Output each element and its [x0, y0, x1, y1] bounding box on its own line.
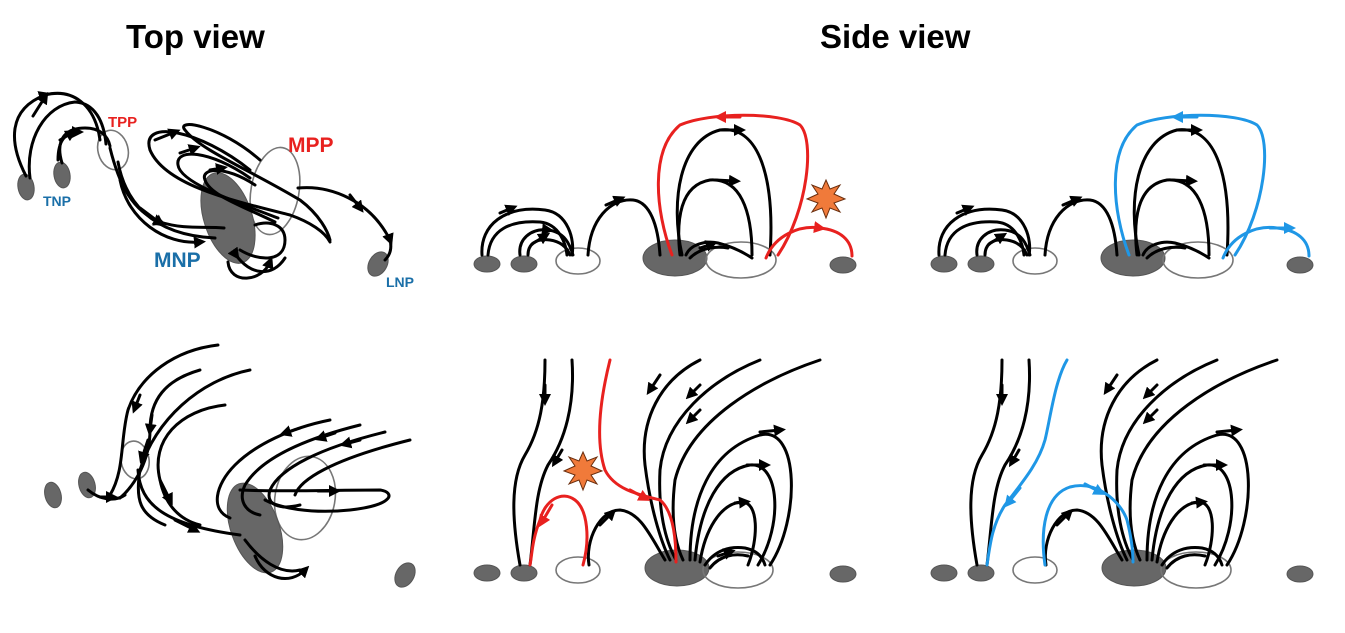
top-view-title: Top view: [126, 18, 265, 55]
panel-side-view-open-field-after: [930, 358, 1314, 589]
mnp-spot: [200, 172, 256, 264]
spot: [473, 255, 501, 273]
mpp-spot: [702, 551, 774, 589]
spot: [44, 481, 62, 509]
panel-top-view-after: [44, 343, 416, 588]
mpp-spot: [705, 241, 777, 279]
mpp-spot: [249, 146, 301, 236]
label-tpp: TPP: [108, 114, 137, 131]
panel-side-view-open-field-before: [473, 358, 857, 589]
spot: [930, 255, 958, 273]
panel-side-view-before-reconnection: [473, 111, 857, 279]
label-mpp: MPP: [288, 134, 334, 157]
lnp-spot: [394, 562, 416, 588]
mpp-spot: [1160, 551, 1232, 589]
lnp-spot: [829, 565, 857, 583]
lnp-spot: [1286, 565, 1314, 583]
lnp-spot: [1286, 256, 1314, 274]
side-view-title: Side view: [820, 18, 971, 55]
label-lnp: LNP: [386, 274, 414, 290]
label-mnp: MNP: [154, 249, 201, 272]
lnp-spot: [367, 251, 389, 277]
tnp-spot: [53, 161, 71, 189]
label-tnp: TNP: [43, 193, 71, 209]
spot: [930, 564, 958, 582]
spot: [555, 247, 601, 275]
mpp-spot: [1162, 241, 1234, 279]
panel-top-view-before: TPP MPP TNP MNP LNP: [13, 91, 414, 290]
reconnection-star: [562, 450, 604, 492]
lnp-spot: [829, 256, 857, 274]
spot: [1012, 556, 1058, 584]
panel-side-view-after-reconnection: [930, 111, 1314, 279]
reconnection-star: [805, 178, 847, 220]
spot: [510, 564, 538, 582]
spot: [967, 564, 995, 582]
spot: [1012, 247, 1058, 275]
spot: [555, 556, 601, 584]
mnp-spot: [226, 482, 284, 574]
spot: [967, 255, 995, 273]
spot: [510, 255, 538, 273]
spot: [473, 564, 501, 582]
